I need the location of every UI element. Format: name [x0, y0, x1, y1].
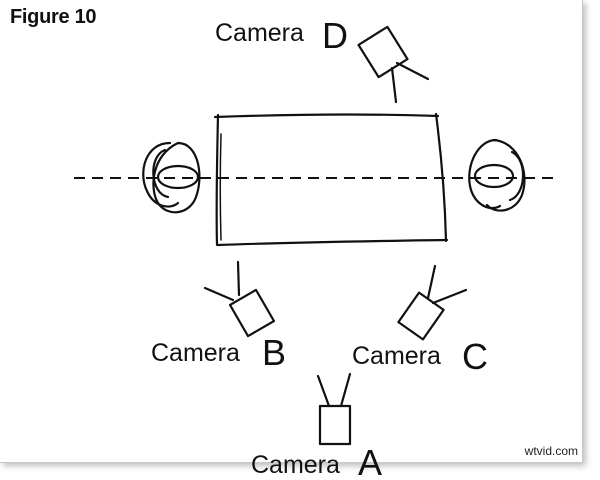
person-right: [468, 138, 526, 212]
camera-c-letter: C: [462, 336, 488, 377]
camera-d-icon: [357, 25, 430, 104]
watermark: wtvid.com: [524, 444, 578, 458]
camera-d-letter: D: [322, 15, 348, 56]
camera-b-icon: [203, 260, 276, 338]
camera-b-label: Camera: [151, 339, 240, 367]
camera-a-icon: [316, 372, 352, 446]
camera-b-letter: B: [262, 332, 286, 373]
person-left: [142, 141, 201, 214]
figure-title: Figure 10: [10, 6, 97, 28]
camera-a-label: Camera: [251, 451, 340, 479]
table: [213, 112, 449, 247]
camera-a-letter: A: [358, 442, 382, 480]
camera-c-icon: [397, 264, 468, 341]
camera-c-label: Camera: [352, 342, 441, 370]
figure-frame: [0, 0, 583, 463]
camera-d-label: Camera: [215, 19, 304, 47]
